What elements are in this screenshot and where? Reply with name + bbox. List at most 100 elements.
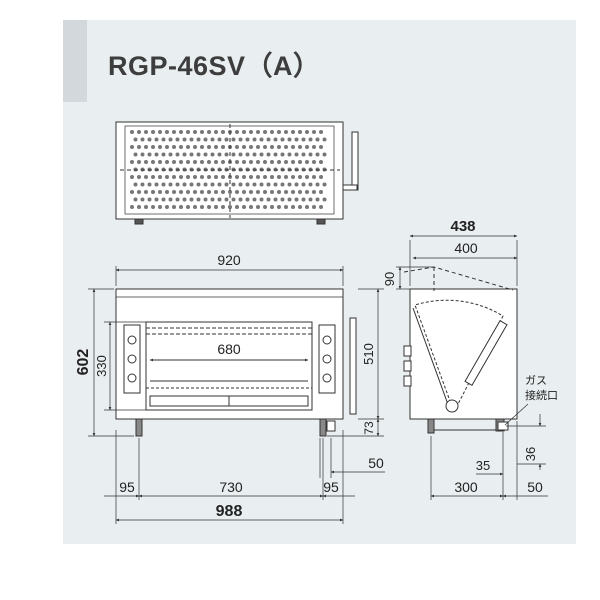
perforation-dot <box>277 130 281 134</box>
perforation-dot <box>291 130 295 134</box>
perforation-dot <box>238 152 243 157</box>
perforation-dot <box>312 130 316 134</box>
perforation-dot <box>231 137 236 142</box>
perforation-dot <box>217 152 222 157</box>
perforation-dot <box>144 160 148 164</box>
top-view <box>115 121 359 225</box>
perforation-dot <box>137 145 141 149</box>
perforation-dot <box>193 205 197 209</box>
perforation-dot <box>172 190 176 194</box>
perforation-dot <box>319 175 323 179</box>
top-view-foot-left <box>134 218 144 225</box>
perforation-dot <box>217 182 222 187</box>
perforation-dot <box>172 205 176 209</box>
perforation-dot <box>242 145 246 149</box>
perforation-dot <box>182 182 187 187</box>
dim-36: 36 <box>523 447 538 461</box>
perforation-dot <box>298 175 302 179</box>
perforation-dot <box>319 205 323 209</box>
perforation-dot <box>319 190 323 194</box>
perforation-dot <box>186 130 190 134</box>
perforation-dot <box>308 152 313 157</box>
perforation-dot <box>130 130 134 134</box>
perforation-pattern <box>130 130 327 209</box>
perforation-dot <box>200 190 204 194</box>
perforation-dot <box>245 152 250 157</box>
perforation-dot <box>189 182 194 187</box>
perforation-dot <box>273 197 278 202</box>
perforation-dot <box>242 160 246 164</box>
perforation-dot <box>179 175 183 179</box>
perforation-dot <box>228 205 232 209</box>
dim-95-right: 95 <box>323 479 339 495</box>
perforation-dot <box>308 197 313 202</box>
perforation-dot <box>158 190 162 194</box>
perforation-dot <box>193 130 197 134</box>
top-view-handle-base <box>342 184 358 191</box>
broiler-opening <box>145 321 313 411</box>
perforation-dot <box>322 182 327 187</box>
perforation-dot <box>235 190 239 194</box>
perforation-dot <box>315 152 320 157</box>
knob-icon <box>322 373 332 383</box>
perforation-dot <box>266 182 271 187</box>
perforation-dot <box>294 197 299 202</box>
perforation-dot <box>322 197 327 202</box>
top-view-handle <box>351 131 359 191</box>
hood-arm-left <box>412 307 451 411</box>
perforation-dot <box>291 160 295 164</box>
gas-inlet-front <box>326 420 336 432</box>
perforation-dot <box>291 175 295 179</box>
perforation-dot <box>193 160 197 164</box>
perforation-dot <box>242 190 246 194</box>
perforation-dot <box>133 182 138 187</box>
perforation-dot <box>256 130 260 134</box>
perforation-dot <box>270 130 274 134</box>
perforation-dot <box>249 175 253 179</box>
perforation-dot <box>130 145 134 149</box>
title-accent-bar <box>63 20 87 102</box>
perforation-dot <box>189 197 194 202</box>
perforation-dot <box>231 197 236 202</box>
knob-icon <box>127 335 137 345</box>
perforation-dot <box>196 137 201 142</box>
perforation-dot <box>137 160 141 164</box>
perforation-dot <box>140 152 145 157</box>
perforation-dot <box>270 190 274 194</box>
perforation-dot <box>298 130 302 134</box>
perforation-dot <box>312 160 316 164</box>
perforation-dot <box>266 137 271 142</box>
lever-arm <box>464 320 508 386</box>
perforation-dot <box>221 160 225 164</box>
perforation-dot <box>182 152 187 157</box>
dim-95-left: 95 <box>119 479 135 495</box>
perforation-dot <box>161 182 166 187</box>
perforation-dot <box>200 205 204 209</box>
perforation-dot <box>287 182 292 187</box>
dim-50-side: 50 <box>527 479 543 495</box>
perforation-dot <box>151 130 155 134</box>
perforation-dot <box>130 160 134 164</box>
perforation-dot <box>301 152 306 157</box>
perforation-dot <box>249 160 253 164</box>
perforation-dot <box>245 197 250 202</box>
perforation-dot <box>315 182 320 187</box>
dim-400: 400 <box>454 240 478 256</box>
perforation-dot <box>301 197 306 202</box>
perforation-dot <box>284 205 288 209</box>
perforation-dot <box>147 197 152 202</box>
perforation-dot <box>315 197 320 202</box>
perforation-dot <box>280 152 285 157</box>
perforation-dot <box>193 145 197 149</box>
hood-open-position <box>403 266 514 291</box>
gas-pipe <box>434 422 501 431</box>
perforation-dot <box>312 190 316 194</box>
perforation-dot <box>231 182 236 187</box>
perforation-dot <box>305 190 309 194</box>
perforation-dot <box>263 160 267 164</box>
perforation-dot <box>273 152 278 157</box>
dimension-labels: 438 400 90 920 602 330 680 510 73 50 95 … <box>75 218 558 520</box>
perforation-dot <box>291 205 295 209</box>
perforation-dot <box>158 145 162 149</box>
perforation-dot <box>172 145 176 149</box>
